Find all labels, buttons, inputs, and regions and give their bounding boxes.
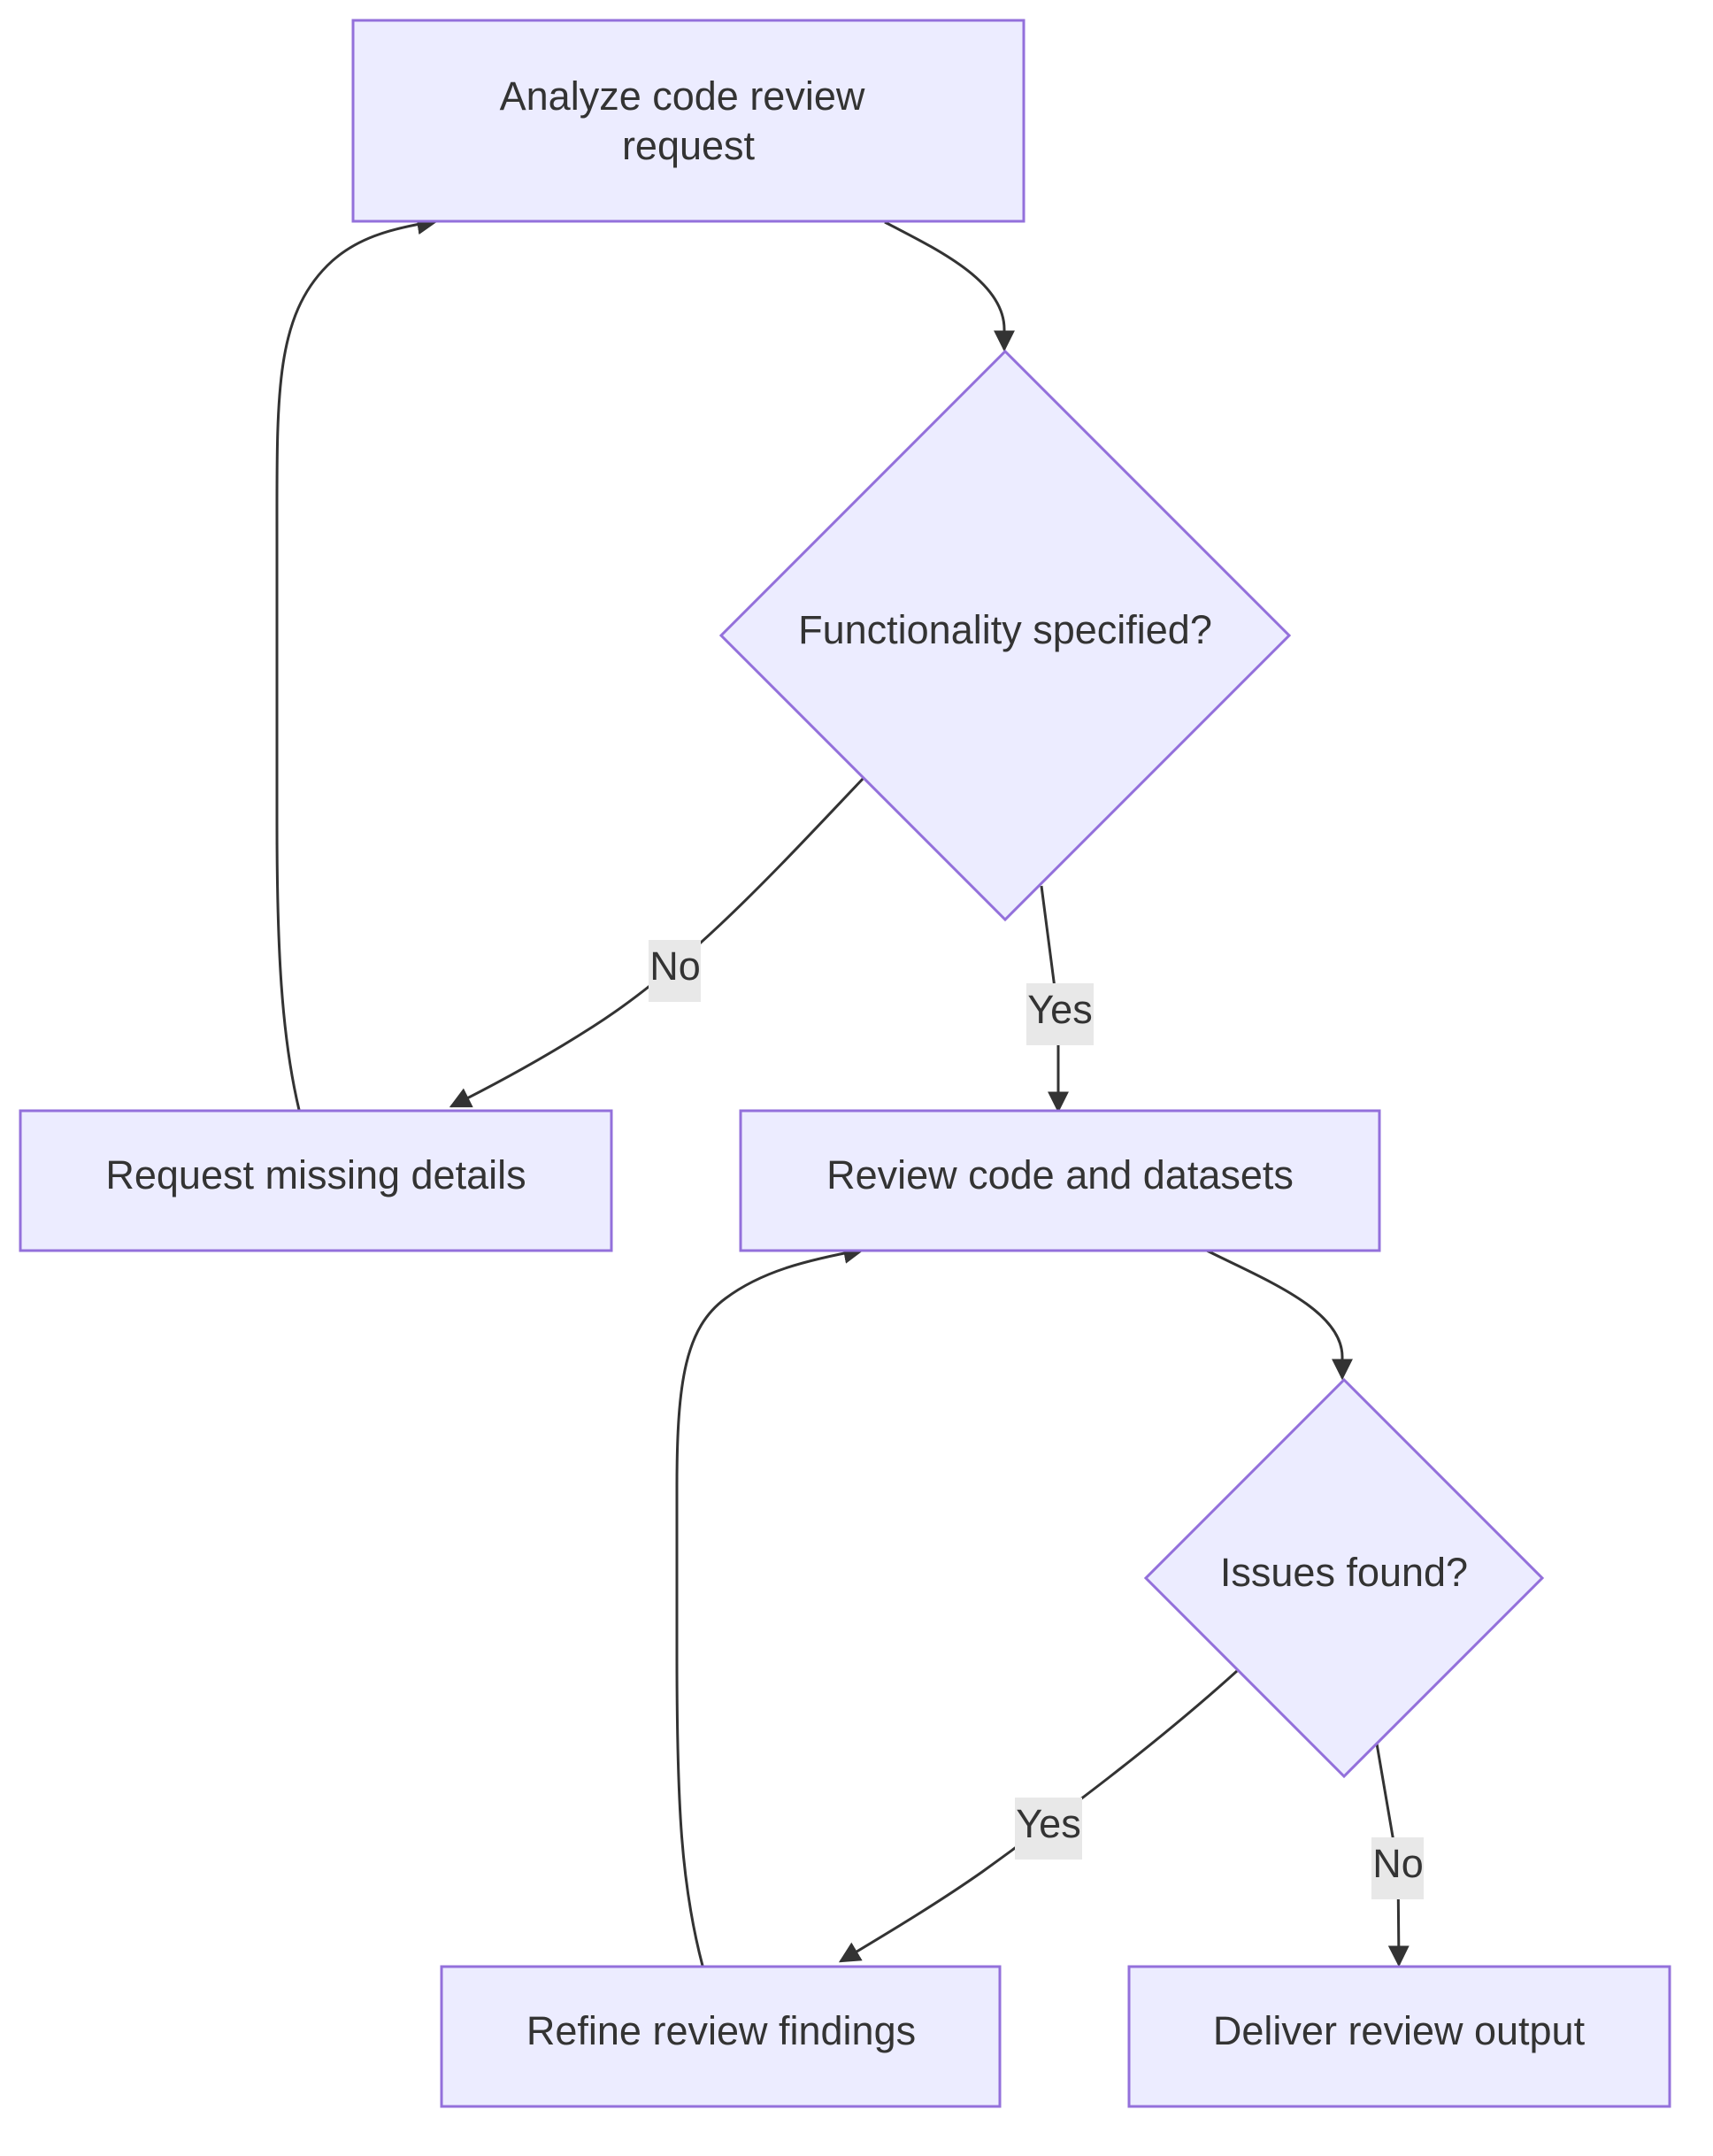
node-review-label: Review code and datasets	[826, 1152, 1294, 1197]
edge-label-issues-yes-bg	[1015, 1798, 1082, 1860]
edge-request-to-analyze	[275, 213, 439, 1111]
node-analyze-line2: request	[622, 123, 756, 168]
node-review-code-and-datasets: Review code and datasets	[739, 1109, 1381, 1252]
decision-functionality-label: Functionality specified?	[798, 607, 1212, 652]
edge-label-issues-yes: Yes	[1015, 1798, 1082, 1860]
edge-label-functionality-yes: Yes	[1026, 983, 1094, 1045]
edge-issues-yes-to-refine	[838, 1669, 1239, 1963]
decision-issues-diamond	[1143, 1377, 1545, 1779]
decision-issues-found: Issues found?	[1143, 1377, 1545, 1779]
node-analyze-code-review-request: Analyze code review request	[351, 19, 1025, 223]
node-refine-box	[440, 1965, 1002, 2108]
edges	[275, 213, 1410, 1967]
node-refine-label: Refine review findings	[526, 2008, 916, 2053]
decision-functionality-specified: Functionality specified?	[718, 349, 1292, 922]
node-deliver-box	[1127, 1965, 1671, 2108]
node-refine-review-findings: Refine review findings	[440, 1965, 1002, 2108]
node-request-missing-label: Request missing details	[105, 1152, 526, 1197]
edge-functionality-no-to-request	[449, 776, 865, 1108]
node-analyze-line1: Analyze code review	[500, 73, 865, 119]
edge-label-issues-no: No	[1371, 1837, 1424, 1899]
edge-review-to-issues	[1206, 1249, 1353, 1381]
node-deliver-label: Deliver review output	[1213, 2008, 1586, 2053]
edge-label-issues-no-bg	[1371, 1837, 1424, 1899]
node-deliver-review-output: Deliver review output	[1127, 1965, 1671, 2108]
node-analyze-box	[351, 19, 1025, 223]
node-request-missing-box	[19, 1109, 613, 1252]
edge-refine-to-review	[675, 1243, 865, 1967]
edge-label-issues-yes-text: Yes	[1016, 1801, 1080, 1846]
edge-label-functionality-yes-text: Yes	[1027, 987, 1092, 1032]
edge-label-functionality-no-text: No	[649, 943, 701, 989]
edge-label-functionality-no: No	[649, 940, 701, 1002]
node-review-box	[739, 1109, 1381, 1252]
edge-label-issues-no-text: No	[1372, 1841, 1424, 1886]
node-request-missing-details: Request missing details	[19, 1109, 613, 1252]
edge-label-functionality-no-bg	[649, 940, 701, 1002]
edge-analyze-to-functionality	[884, 220, 1015, 352]
decision-issues-label: Issues found?	[1220, 1550, 1468, 1595]
decision-functionality-diamond	[718, 349, 1292, 922]
edge-label-functionality-yes-bg	[1026, 983, 1094, 1045]
